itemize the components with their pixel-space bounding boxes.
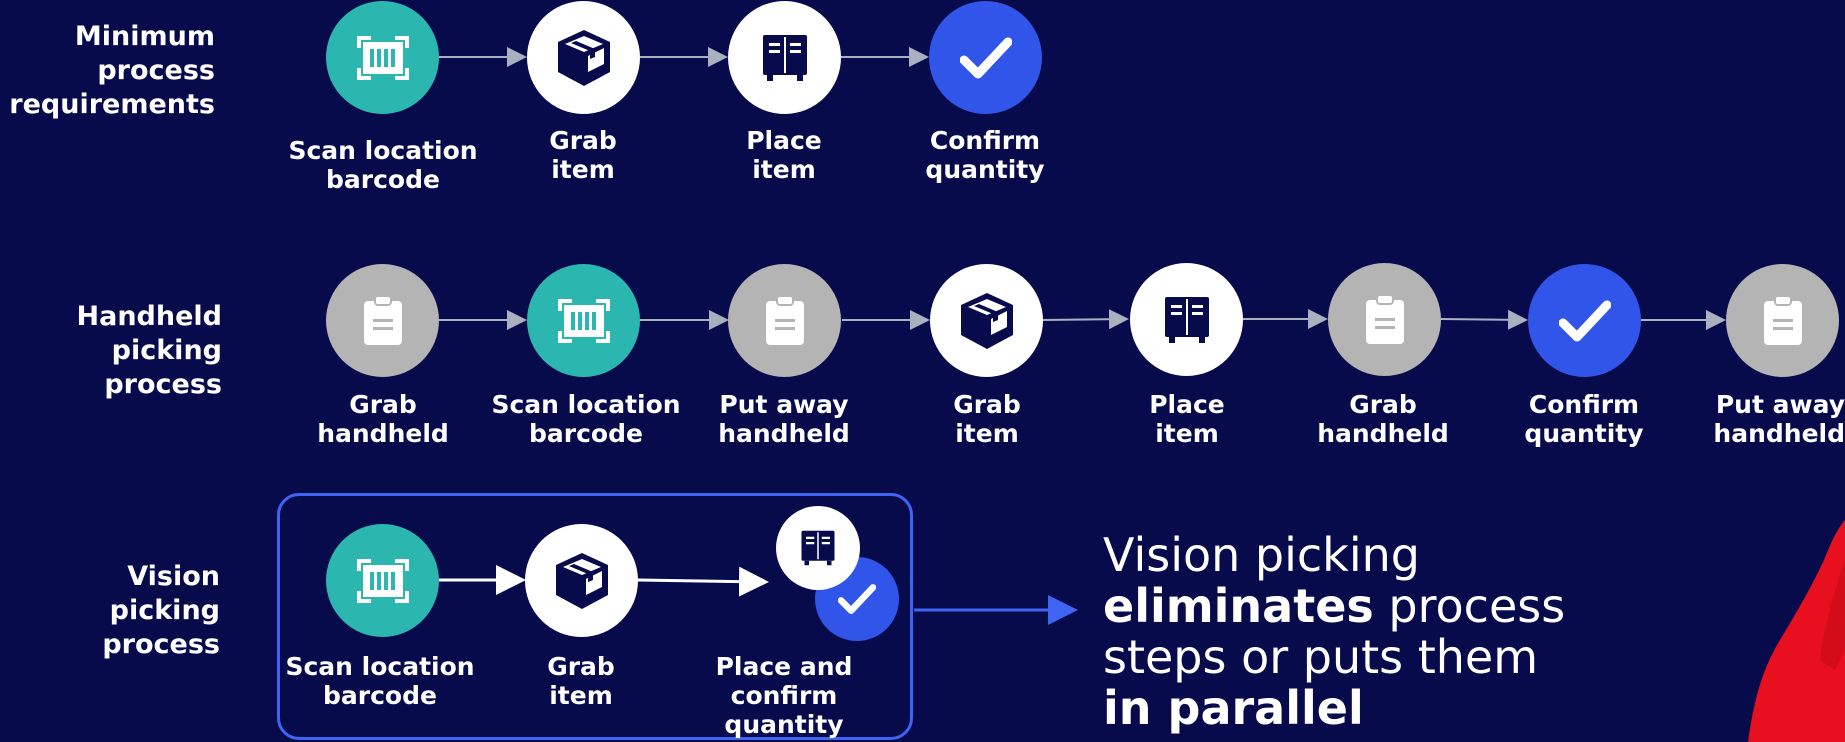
step-grab-item-2 (930, 264, 1043, 377)
step-confirm-quantity (929, 1, 1042, 114)
label-grab-item-2: Grab item (953, 390, 1021, 448)
step-place-overlap (776, 506, 860, 590)
clipboard-icon (363, 294, 402, 345)
step-place-item-2 (1130, 263, 1243, 376)
label-place-item-2: Place item (1149, 390, 1225, 448)
step-put-away-handheld (728, 264, 841, 377)
clipboard-icon (1365, 293, 1404, 344)
label-grab-item: Grab item (549, 126, 617, 184)
label-put-away-handheld: Put away handheld (718, 390, 850, 448)
locker-icon (762, 34, 807, 81)
step-grab-item-3 (525, 524, 638, 637)
box-icon (557, 29, 610, 86)
step-scan-location-2 (527, 264, 640, 377)
label-place-item: Place item (746, 126, 822, 184)
step-scan-location (326, 1, 439, 114)
label-put-away-handheld-2: Put away handheld (1713, 390, 1845, 448)
tagline-emphasis-parallel: in parallel (1103, 681, 1364, 735)
label-grab-item-3: Grab item (547, 652, 615, 710)
tagline-line-1: Vision picking (1103, 528, 1420, 582)
arrow-r2-4 (1042, 309, 1129, 330)
vision-process-box (277, 493, 913, 740)
label-confirm-quantity-2: Confirm quantity (1524, 390, 1644, 448)
barcode-scan-icon (356, 558, 409, 603)
checkmark-icon (959, 37, 1012, 78)
step-grab-handheld (326, 264, 439, 377)
label-place-and-confirm: Place and confirm quantity (715, 652, 853, 739)
locker-icon (801, 530, 835, 566)
arrow-r2-6 (1440, 309, 1528, 330)
label-grab-handheld: Grab handheld (317, 390, 449, 448)
step-confirm-quantity-2 (1528, 264, 1641, 377)
step-scan-location-3 (326, 524, 439, 637)
row-title-minimum: Minimum process requirements (9, 21, 215, 120)
step-place-item (728, 1, 841, 114)
label-scan-location: Scan location barcode (288, 136, 478, 194)
tagline-line-2-rest: process (1373, 579, 1566, 633)
box-icon (555, 552, 608, 609)
step-put-away-handheld-2 (1726, 264, 1839, 377)
label-scan-location-2: Scan location barcode (491, 390, 681, 448)
checkmark-icon (838, 584, 876, 614)
clipboard-icon (1763, 294, 1802, 345)
clipboard-icon (765, 294, 804, 345)
tagline-emphasis-eliminates: eliminates (1103, 579, 1374, 633)
tagline-line-3: steps or puts them (1103, 630, 1539, 684)
barcode-scan-icon (557, 298, 610, 343)
row-title-vision: Vision picking process (102, 561, 220, 660)
tagline-line-2: eliminates process (1103, 581, 1565, 632)
label-grab-handheld-2: Grab handheld (1317, 390, 1449, 448)
label-confirm-quantity: Confirm quantity (925, 126, 1045, 184)
checkmark-icon (1558, 300, 1611, 341)
locker-icon (1164, 296, 1209, 343)
person-photo (1748, 520, 1845, 742)
step-grab-handheld-2 (1328, 263, 1441, 376)
tagline-line-4: in parallel (1103, 683, 1565, 734)
row-title-handheld: Handheld picking process (76, 301, 222, 400)
box-icon (960, 292, 1013, 349)
barcode-scan-icon (356, 35, 409, 80)
label-scan-location-3: Scan location barcode (285, 652, 475, 710)
step-grab-item (527, 1, 640, 114)
arrow-r3-2 (637, 566, 769, 597)
tagline: Vision picking eliminates process steps … (1103, 530, 1565, 734)
